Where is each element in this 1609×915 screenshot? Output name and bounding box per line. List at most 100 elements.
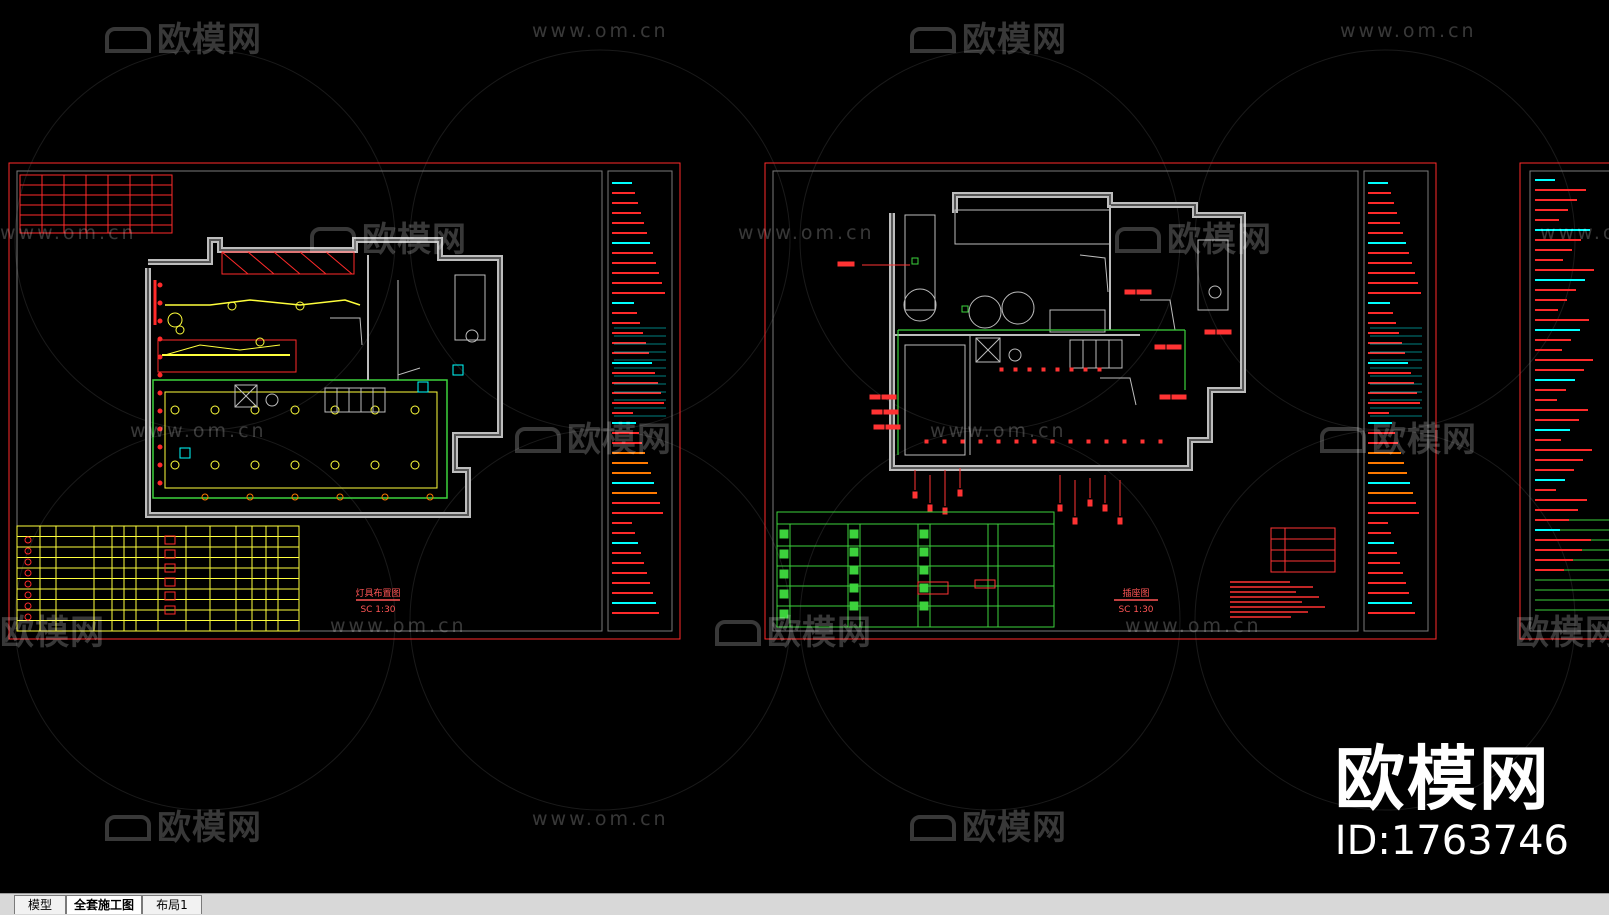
sheet-frame [1519,162,1609,640]
socket-point [960,439,965,444]
tab-model[interactable]: 模型 [14,895,66,914]
sink-icon [265,393,279,407]
model-id: ID:1763746 [1334,818,1569,864]
socket-tag [1124,289,1136,295]
tab-layout1[interactable]: 布局1 [142,895,202,914]
socket-point [1083,367,1088,372]
door-swing [1079,254,1109,293]
socket-point [1122,439,1127,444]
socket-point [1013,367,1018,372]
cabinet-diagonal [247,251,275,275]
wall-hatch [147,239,501,516]
sheet-inner-frame [16,170,603,632]
sheet-inner-frame [772,170,1359,632]
counter-outline [1049,309,1106,333]
switch-icon [179,447,191,459]
socket-tag [1159,394,1171,400]
downlight-icon [410,460,420,470]
annotation-dot [157,444,163,450]
sheet-inner-frame [1529,170,1609,632]
annotation-dot [157,390,163,396]
schedule-symbol [24,591,32,599]
downlight-icon [175,325,185,335]
socket-point [1055,367,1060,372]
cabinet-diagonal [273,251,301,275]
annotation-dot [157,282,163,288]
socket-point [1104,439,1109,444]
schedule-symbol [779,589,789,599]
schedule-symbol [849,529,859,539]
light-arc [165,299,361,306]
watermark-circle [409,49,791,431]
socket-text-block [881,394,897,400]
socket-device-icon [911,257,919,265]
socket-point [1086,439,1091,444]
socket-point [924,439,929,444]
sheet-scale: SC 1:30 [1118,605,1153,615]
socket-text-block [883,409,899,415]
sheet-scale: SC 1:30 [360,605,395,615]
annotation-dot [157,462,163,468]
socket-device-icon [961,305,969,313]
switch-marker [336,493,344,501]
downlight-icon [295,301,305,311]
downlight-icon [250,460,260,470]
layout-tab-bar: 模型 全套施工图 布局1 [0,893,1609,915]
downlight-icon [250,405,260,415]
downlight-icon [410,405,420,415]
fixture-loop [164,391,438,489]
downlight-icon [210,405,220,415]
annotation-dot [157,354,163,360]
schedule-symbol [24,569,32,577]
socket-tag [942,507,948,515]
socket-point [1032,439,1037,444]
socket-point [1097,367,1102,372]
schedule-symbol [164,563,176,573]
cooktop-grid [324,387,386,413]
socket-tag [1117,517,1123,525]
socket-text-block [1216,329,1232,335]
washing-machine-icon [968,295,1002,329]
door-swing [1140,299,1176,331]
downlight-icon [170,460,180,470]
downlight-icon [210,460,220,470]
door-swing [330,317,363,346]
socket-schedule [776,511,1055,628]
door-swing [1100,377,1137,406]
schedule-symbol [779,569,789,579]
wall-hatch [891,194,1244,469]
switch-marker [381,493,389,501]
schedule-symbol [919,529,929,539]
schedule-symbol [849,601,859,611]
sheet-frame [8,162,681,640]
downlight-icon [330,405,340,415]
socket-point [1041,367,1046,372]
schedule-symbol [779,529,789,539]
annotation-dot [157,408,163,414]
socket-point [999,367,1004,372]
downlight-icon [290,405,300,415]
socket-tag [1154,344,1166,350]
socket-point [942,439,947,444]
annotation-dot [157,480,163,486]
schedule-symbol [164,605,176,615]
annotation-dot [157,318,163,324]
socket-tag [1204,329,1216,335]
tab-full-construction-drawings[interactable]: 全套施工图 [66,895,142,914]
switch-marker [246,493,254,501]
socket-point [978,439,983,444]
schedule-symbol [849,547,859,557]
switch-marker [291,493,299,501]
watermark-circle [14,429,396,811]
schedule-symbol [919,583,929,593]
socket-point [996,439,1001,444]
toilet-icon [1208,285,1222,299]
socket-tag [1057,504,1063,512]
schedule-symbol [917,581,949,595]
cabinet-diagonal [299,251,327,275]
schedule-symbol [164,535,176,545]
sheet-frame [764,162,1437,640]
socket-tag [912,491,918,499]
